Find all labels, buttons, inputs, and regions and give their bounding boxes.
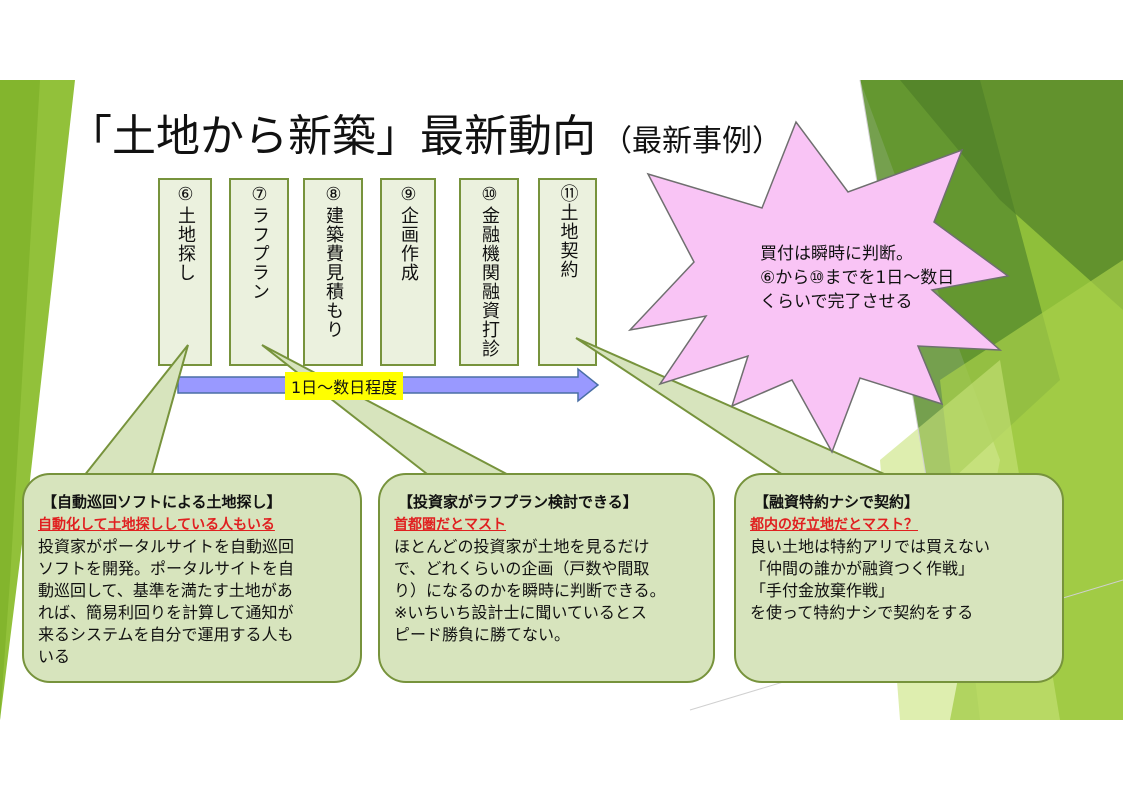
title-main: 「土地から新築」最新動向 — [68, 111, 596, 162]
card-body: 投資家がポータルサイトを自動巡回 ソフトを開発。ポータルサイトを自 動巡回して、… — [38, 536, 346, 668]
step-label: ⑥土地探し — [175, 184, 196, 282]
star-line: 買付は瞬時に判断。 — [760, 244, 913, 264]
card-line: 「仲間の誰かが融資つく作戦」 — [750, 559, 975, 578]
step-07: ⑦ラフプラン — [229, 178, 289, 366]
step-08: ⑧建築費見積もり — [303, 178, 363, 366]
starburst-shape — [627, 120, 1010, 454]
callout-tail-2 — [261, 344, 521, 482]
card-body: ほとんどの投資家が土地を見るだけ で、どれくらいの企画（戸数や間取 り）になるの… — [394, 536, 699, 646]
step-label: ⑦ラフプラン — [249, 184, 270, 301]
starburst-text: 買付は瞬時に判断。 ⑥から⑩までを1日～数日 くらいで完了させる — [760, 242, 954, 314]
card-line: ほとんどの投資家が土地を見るだけ — [394, 537, 650, 556]
card-heading: 【融資特約ナシで契約】 — [754, 493, 920, 511]
title-sub: （最新事例） — [602, 124, 782, 159]
card-body: 良い土地は特約アリでは買えない 「仲間の誰かが融資つく作戦」 「手付金放棄作戦」… — [750, 536, 1048, 624]
step-label: ⑨企画作成 — [398, 184, 419, 282]
step-11: ⑪土地契約 — [538, 178, 597, 366]
star-line: くらいで完了させる — [760, 292, 913, 312]
step-09: ⑨企画作成 — [380, 178, 436, 366]
card-highlight: 首都圏だとマスト — [394, 517, 506, 533]
card-heading: 【投資家がラフプラン検討できる】 — [398, 493, 638, 511]
step-label: ⑪土地契約 — [557, 184, 579, 279]
card-line: を使って特約ナシで契約をする — [750, 603, 974, 622]
step-label: ⑩金融機関融資打診 — [479, 184, 500, 358]
step-label: ⑧建築費見積もり — [323, 184, 344, 339]
card-line: 良い土地は特約アリでは買えない — [750, 537, 991, 556]
timeline-label: 1日～数日程度 — [285, 372, 404, 400]
callout-tail-1 — [77, 344, 189, 482]
card-line: ※いちいち設計士に聞いているとス — [394, 603, 647, 622]
page-title: 「土地から新築」最新動向（最新事例） — [68, 100, 782, 164]
card-highlight: 自動化して土地探ししている人もいる — [38, 517, 275, 533]
card-line: 来るシステムを自分で運用する人も — [38, 625, 294, 644]
card-line: 「手付金放棄作戦」 — [750, 581, 895, 600]
card-line: 投資家がポータルサイトを自動巡回 — [38, 537, 295, 556]
card-line: 動巡回して、基準を満たす土地があ — [38, 581, 293, 600]
card-line: で、どれくらいの企画（戸数や間取 — [394, 559, 650, 578]
step-06: ⑥土地探し — [158, 178, 212, 366]
card-heading: 【自動巡回ソフトによる土地探し】 — [42, 493, 282, 511]
card-line: ピード勝負に勝てない。 — [394, 625, 571, 644]
card-line: れば、簡易利回りを計算して通知が — [38, 603, 294, 622]
star-line: ⑥から⑩までを1日～数日 — [760, 268, 955, 288]
card-line: いる — [38, 647, 71, 666]
callout-card-auto-search: 【自動巡回ソフトによる土地探し】 自動化して土地探ししている人もいる 投資家がポ… — [22, 473, 362, 683]
step-10: ⑩金融機関融資打診 — [459, 178, 519, 366]
card-line: ソフトを開発。ポータルサイトを自 — [38, 559, 295, 578]
card-highlight: 都内の好立地だとマスト？ — [750, 517, 918, 533]
callout-card-rough-plan: 【投資家がラフプラン検討できる】 首都圏だとマスト ほとんどの投資家が土地を見る… — [378, 473, 715, 683]
card-line: り）になるのかを瞬時に判断できる。 — [394, 581, 666, 600]
callout-card-no-loan-clause: 【融資特約ナシで契約】 都内の好立地だとマスト？ 良い土地は特約アリでは買えない… — [734, 473, 1064, 683]
